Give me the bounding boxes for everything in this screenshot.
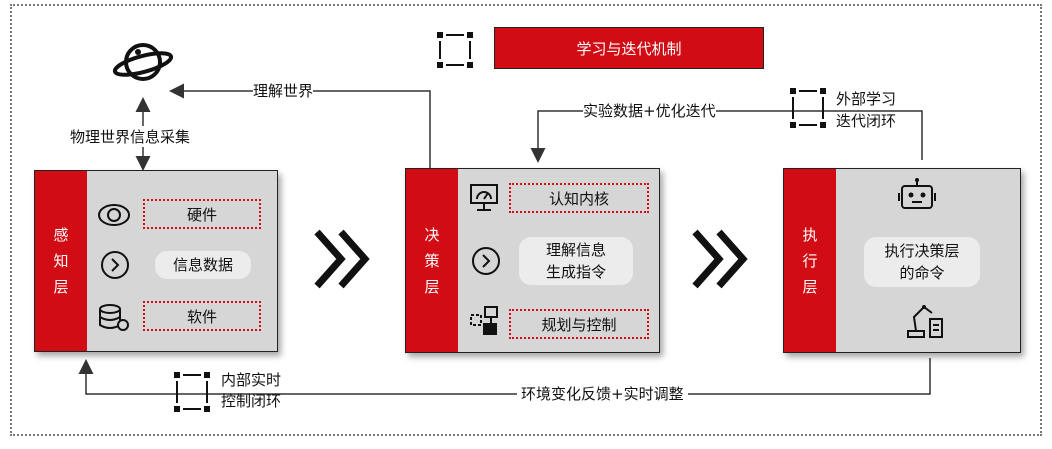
chevron-right-circle-icon [472,247,500,275]
external-learning-label: 外部学习 迭代闭环 [836,90,897,130]
feedback-loop-line [78,358,931,395]
perception-layer-title: 感知层 [35,171,87,351]
cognitive-core-item: 认知内核 [509,183,649,213]
planning-control-item: 规划与控制 [509,309,649,339]
title-bar: 学习与迭代机制 [494,27,764,69]
execution-layer: 执行层 执行决策层 的命令 [783,168,1021,353]
understand-world-line [169,83,431,168]
monitor-icon [470,184,498,211]
software-item: 软件 [143,301,261,331]
understand-world-label: 理解世界 [253,80,314,101]
perception-layer: 感知层 硬件 信息数据 软件 [34,170,278,352]
chevron-right-circle-icon [101,251,129,279]
internal-loop-label: 内部实时 控制闭环 [221,371,282,410]
database-gear-icon [99,304,129,331]
internal-loop-icon [174,372,210,412]
external-loop-icon [790,88,826,128]
decision-layer: 决策层 认知内核 理解信息 生成指令 规划与控制 [405,168,660,353]
experiment-loop-line [530,110,923,163]
planet-icon [112,43,174,81]
eye-icon [98,204,130,226]
execute-command-item: 执行决策层 的命令 [864,237,980,287]
hardware-item: 硬件 [143,199,261,229]
decision-layer-title: 决策层 [406,169,458,352]
env-feedback-label: 环境变化反馈+实时调整 [517,383,688,404]
double-chevron-right-icon [692,229,748,289]
loop-icon [437,32,473,68]
robot-arm-icon [907,305,943,338]
robot-icon [898,178,936,209]
experiment-data-label: 实验数据+优化迭代 [583,100,716,121]
execution-layer-title: 执行层 [784,169,836,352]
double-chevron-right-icon [314,229,370,289]
understand-info-item: 理解信息 生成指令 [519,237,633,285]
info-data-item: 信息数据 [155,251,251,279]
physical-collect-label: 物理世界信息采集 [70,126,191,147]
diagram-frame [10,4,1042,436]
planning-icon [470,306,498,335]
